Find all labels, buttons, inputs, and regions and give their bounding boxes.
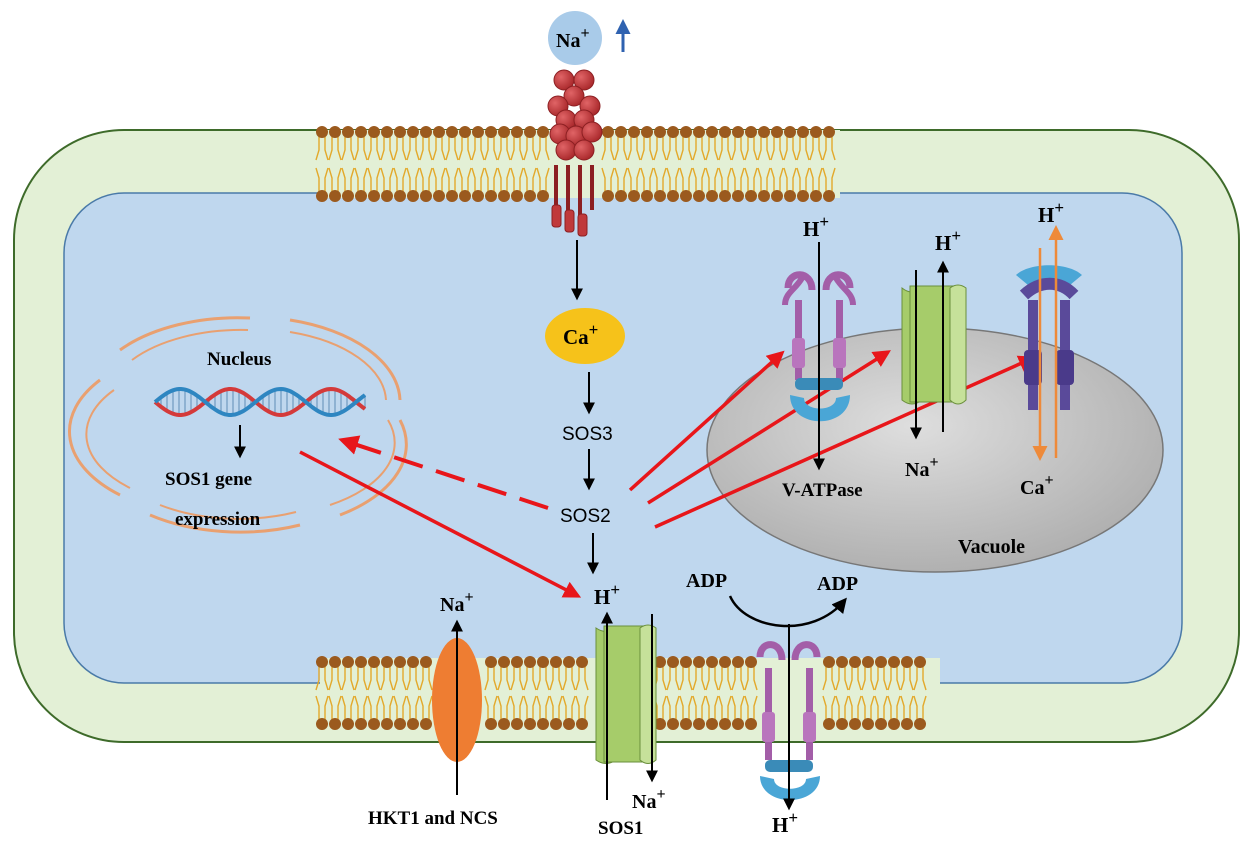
top-lipid-bilayer [315, 126, 840, 202]
sos2-label: SOS2 [560, 506, 611, 527]
sos1-antiporter [595, 624, 657, 764]
na-ion-bubble [548, 11, 602, 65]
sos1-label: SOS1 [598, 818, 643, 839]
nhx-h-label: H+ [935, 226, 961, 255]
sos3-label: SOS3 [562, 424, 613, 445]
vacuole-label: Vacuole [958, 536, 1025, 558]
nhx-na-label: Na+ [905, 454, 939, 481]
vatpase-h-label: H+ [803, 212, 829, 241]
ca-ion-bubble [545, 308, 625, 364]
pm-h-label: H+ [772, 808, 798, 837]
adp-right-label: ADP [817, 573, 858, 595]
vacuolar-nhx-antiporter [901, 284, 967, 405]
atp-hydrolysis-arc [728, 595, 847, 628]
gene-expression-label-line1: SOS1 gene [165, 469, 252, 490]
sos1-na-label: Na+ [632, 786, 666, 813]
adp-left-label: ADP [686, 570, 727, 592]
na-sensor-channel [547, 69, 603, 237]
vatpase-label: V-ATPase [782, 480, 863, 501]
nucleus-label: Nucleus [207, 349, 271, 370]
sos2-to-nhx-arrow [647, 350, 891, 505]
na-outside-label: Na+ [556, 25, 590, 52]
ca-bubble-label: Ca+ [563, 320, 598, 349]
nucleus-to-h-arrow [299, 450, 582, 598]
plasma-membrane-h-atpase [756, 641, 821, 800]
cytoplasm-h-label: H+ [594, 580, 620, 609]
sos2-to-nucleus-dashed-arrow [338, 435, 549, 510]
sos2-to-cax-arrow [654, 355, 1037, 529]
vacuolar-v-atpase [782, 271, 856, 422]
cax-ca-label: Ca+ [1020, 472, 1054, 499]
sos2-to-vatpase-arrow [628, 350, 785, 492]
dna-helix-icon [153, 386, 367, 418]
gene-expression-label-line2: expression [175, 509, 261, 530]
vacuolar-cax-exchanger [1016, 265, 1082, 410]
hkt-na-label: Na+ [440, 589, 474, 616]
nucleus-envelope [68, 316, 408, 534]
hkt-label: HKT1 and NCS [368, 808, 498, 829]
cax-h-label: H+ [1038, 198, 1064, 227]
